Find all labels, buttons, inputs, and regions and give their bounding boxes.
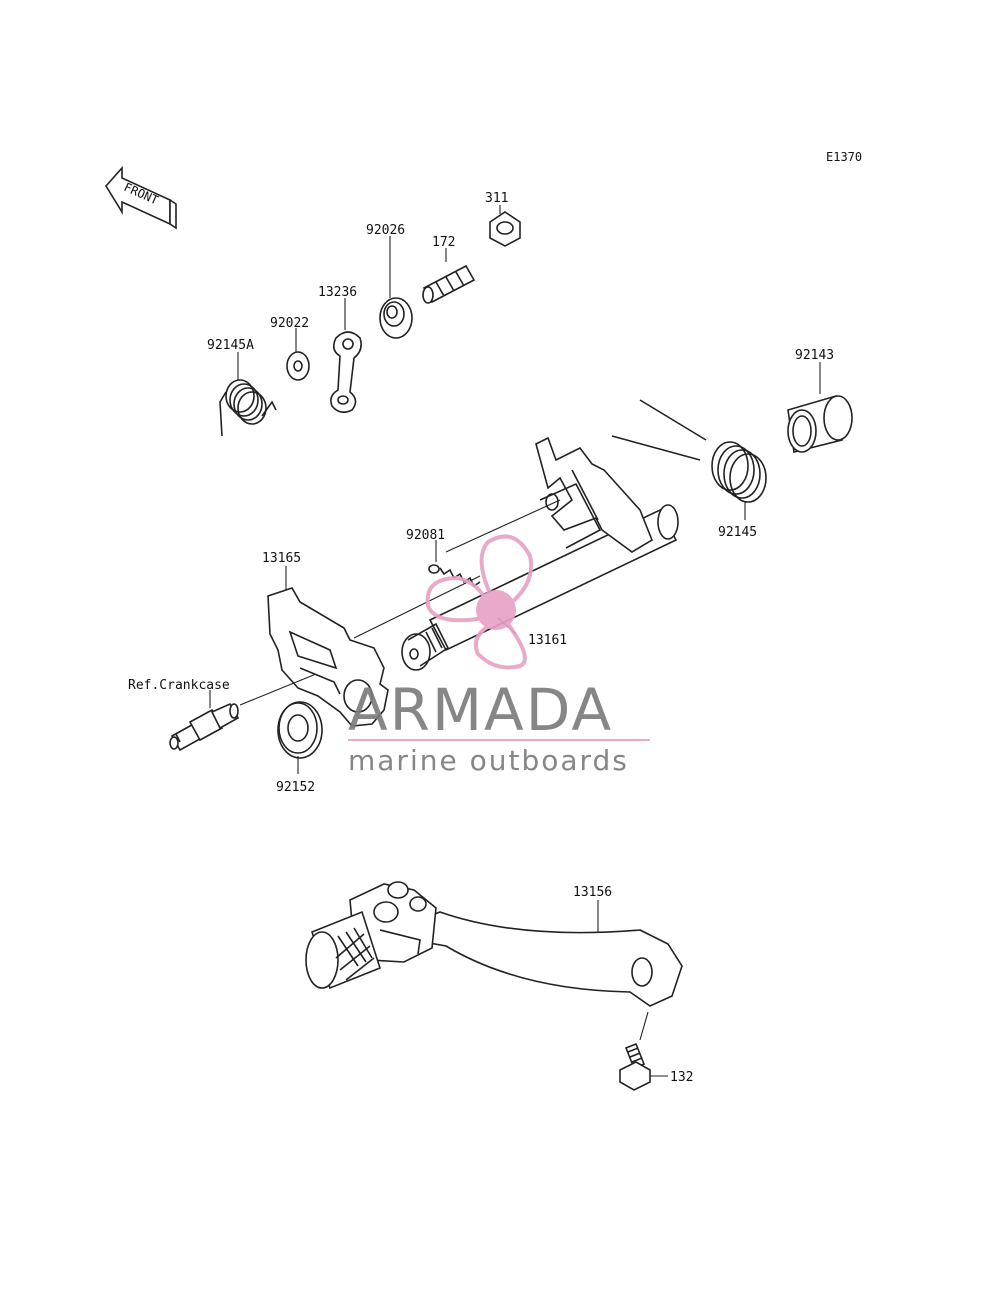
- label-92026: 92026: [366, 223, 405, 238]
- watermark-brand: ARMADA: [348, 676, 613, 744]
- label-92022: 92022: [270, 316, 309, 331]
- label-13161: 13161: [528, 633, 567, 648]
- part-92145A-spring[interactable]: [219, 379, 277, 437]
- label-13236: 13236: [318, 285, 357, 300]
- label-92143: 92143: [795, 348, 834, 363]
- label-132: 132: [670, 1070, 693, 1085]
- part-172-stud[interactable]: [422, 264, 476, 304]
- part-92145-spring[interactable]: [611, 399, 767, 503]
- part-132-bolt[interactable]: [619, 1042, 651, 1091]
- part-92152-washer[interactable]: [277, 701, 323, 759]
- part-13236-lever[interactable]: [330, 331, 362, 414]
- front-arrow-icon: FRONT: [105, 165, 177, 230]
- part-13156-shift-pedal[interactable]: [305, 881, 683, 1007]
- propeller-logo-icon: [425, 534, 533, 670]
- figure-code: E1370: [826, 150, 862, 164]
- part-311-nut[interactable]: [489, 211, 521, 247]
- label-ref-crankcase: Ref.Crankcase: [128, 678, 230, 693]
- label-311: 311: [485, 191, 508, 206]
- label-92152: 92152: [276, 780, 315, 795]
- part-13165-guide[interactable]: [267, 587, 389, 727]
- label-13156: 13156: [573, 885, 612, 900]
- label-13165: 13165: [262, 551, 301, 566]
- label-92081: 92081: [406, 528, 445, 543]
- part-92022-washer[interactable]: [286, 351, 310, 381]
- label-172: 172: [432, 235, 455, 250]
- part-92026-collar[interactable]: [379, 297, 413, 339]
- label-92145: 92145: [718, 525, 757, 540]
- armada-watermark: ARMADA marine outboards: [348, 534, 650, 777]
- label-92145A: 92145A: [207, 338, 254, 353]
- part-ref-crankcase-stud[interactable]: [169, 702, 240, 752]
- watermark-tagline: marine outboards: [348, 744, 629, 777]
- part-92143-bushing[interactable]: [787, 394, 853, 453]
